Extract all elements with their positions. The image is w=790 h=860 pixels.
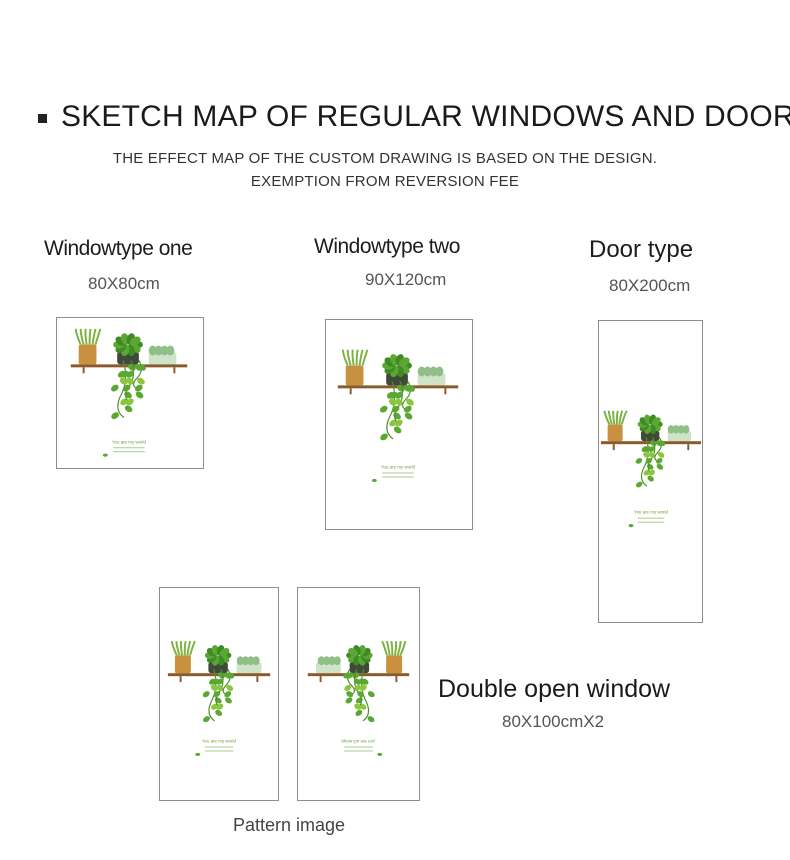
window-one-preview: You are my world (56, 317, 204, 469)
plant-shelf-illustration: You are my world (167, 640, 271, 757)
window-two-preview: You are my world (325, 319, 473, 530)
door-preview: You are my world (598, 320, 703, 623)
svg-text:You are my world: You are my world (381, 465, 416, 470)
page-header: SKETCH MAP OF REGULAR WINDOWS AND DOORS (36, 100, 790, 140)
page-title: SKETCH MAP OF REGULAR WINDOWS AND DOORS (61, 100, 790, 133)
window-type-two-name: Windowtype two (314, 235, 460, 258)
svg-text:You are my world: You are my world (634, 510, 668, 515)
svg-text:You are my world: You are my world (341, 739, 376, 744)
plant-shelf-illustration: You are my world (337, 349, 459, 483)
subtitle-line-1: THE EFFECT MAP OF THE CUSTOM DRAWING IS … (112, 150, 658, 167)
double-window-left-panel: You are my world (159, 587, 279, 801)
plant-shelf-illustration-mirrored: You are my world (307, 640, 410, 757)
svg-text:You are my world: You are my world (202, 739, 237, 744)
subtitle-line-2: EXEMPTION FROM REVERSION FEE (250, 173, 520, 190)
window-type-one-size: 80X80cm (88, 274, 160, 293)
window-type-two-size: 90X120cm (365, 270, 447, 289)
plant-shelf-illustration: You are my world (70, 328, 188, 457)
window-type-one-name: Windowtype one (44, 237, 193, 260)
bullet-square-icon (38, 114, 47, 123)
double-window-right-panel: You are my world (297, 587, 420, 801)
plant-shelf-illustration: You are my world (600, 410, 702, 528)
double-window-name: Double open window (438, 675, 671, 703)
svg-text:You are my world: You are my world (112, 439, 147, 444)
double-window-size: 80X100cmX2 (502, 712, 605, 731)
door-type-size: 80X200cm (609, 276, 691, 295)
pattern-image-label: Pattern image (233, 815, 346, 835)
door-type-name: Door type (589, 236, 694, 263)
